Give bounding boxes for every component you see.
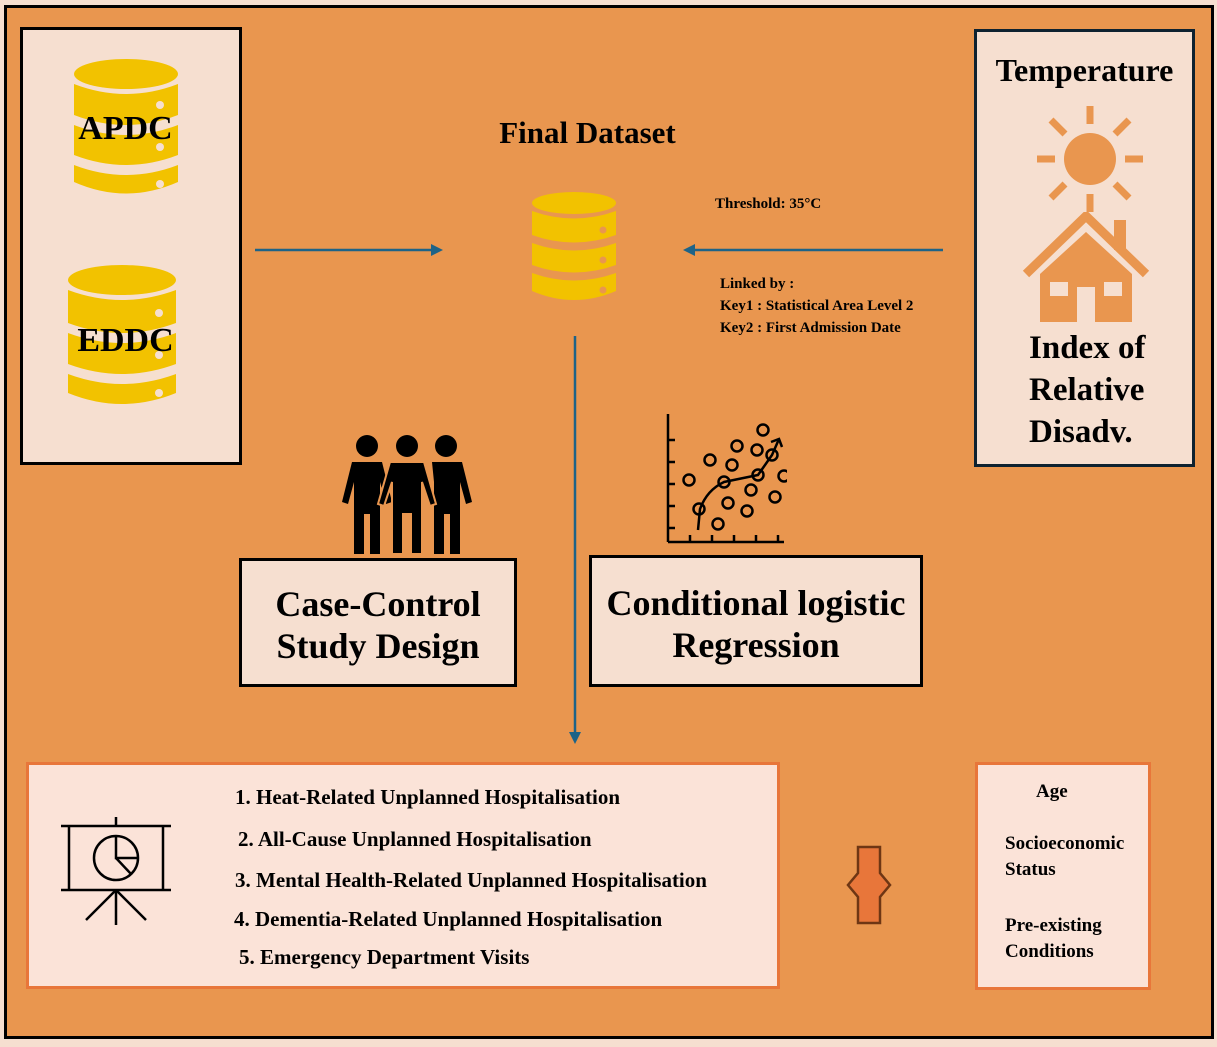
house-icon bbox=[1022, 212, 1150, 322]
key1-label: Key1 : Statistical Area Level 2 bbox=[720, 298, 914, 314]
threshold-label: Threshold: 35°C bbox=[715, 196, 822, 212]
index-label-line3: Disadv. bbox=[1029, 414, 1133, 450]
outcome-item: 3. Mental Health-Related Unplanned Hospi… bbox=[235, 868, 707, 892]
eddc-label: EDDC bbox=[77, 322, 174, 359]
covariate-ses-line2: Status bbox=[1005, 859, 1056, 880]
arrow-down-icon bbox=[569, 336, 581, 744]
sun-icon bbox=[1037, 106, 1143, 212]
outcome-item: 5. Emergency Department Visits bbox=[239, 945, 530, 969]
index-label-line2: Relative bbox=[1029, 372, 1145, 408]
outcome-item: 1. Heat-Related Unplanned Hospitalisatio… bbox=[235, 785, 621, 809]
people-icon bbox=[342, 435, 472, 554]
linked-by-label: Linked by : bbox=[720, 276, 795, 292]
scatter-trend-icon bbox=[666, 414, 787, 544]
arrow-right-icon bbox=[255, 244, 443, 256]
case-control-line2: Study Design bbox=[276, 626, 480, 666]
covariate-pre-line2: Conditions bbox=[1005, 941, 1094, 962]
covariate-age: Age bbox=[1036, 781, 1068, 802]
key2-label: Key2 : First Admission Date bbox=[720, 320, 901, 336]
covariate-ses-line1: Socioeconomic bbox=[1005, 833, 1125, 854]
outcome-item: 2. All-Cause Unplanned Hospitalisation bbox=[238, 827, 592, 851]
case-control-line1: Case-Control bbox=[275, 584, 481, 624]
sources-panel: APDC EDDC bbox=[20, 27, 242, 465]
outcome-item: 4. Dementia-Related Unplanned Hospitalis… bbox=[234, 907, 663, 931]
apdc-label: APDC bbox=[78, 110, 173, 147]
case-control-box: Case-Control Study Design bbox=[239, 558, 517, 687]
regression-box: Conditional logistic Regression bbox=[589, 555, 923, 687]
final-database-icon bbox=[532, 192, 616, 300]
outcomes-box: 1. Heat-Related Unplanned Hospitalisatio… bbox=[26, 762, 780, 989]
database-icon bbox=[68, 265, 176, 404]
database-icon bbox=[74, 59, 178, 194]
index-label-line1: Index of bbox=[1029, 330, 1146, 366]
double-arrow-icon bbox=[846, 845, 892, 925]
exposure-panel: Temperature Index of Relative Disadv. bbox=[974, 29, 1195, 467]
regression-line1: Conditional logistic bbox=[606, 583, 906, 623]
covariate-pre-line1: Pre-existing bbox=[1005, 915, 1102, 936]
regression-line2: Regression bbox=[672, 625, 840, 665]
arrow-left-icon bbox=[683, 244, 943, 256]
presentation-chart-icon bbox=[61, 817, 171, 925]
final-dataset-title: Final Dataset bbox=[499, 115, 676, 150]
temperature-label: Temperature bbox=[995, 52, 1174, 88]
covariates-box: Age Socioeconomic Status Pre-existing Co… bbox=[975, 762, 1151, 990]
